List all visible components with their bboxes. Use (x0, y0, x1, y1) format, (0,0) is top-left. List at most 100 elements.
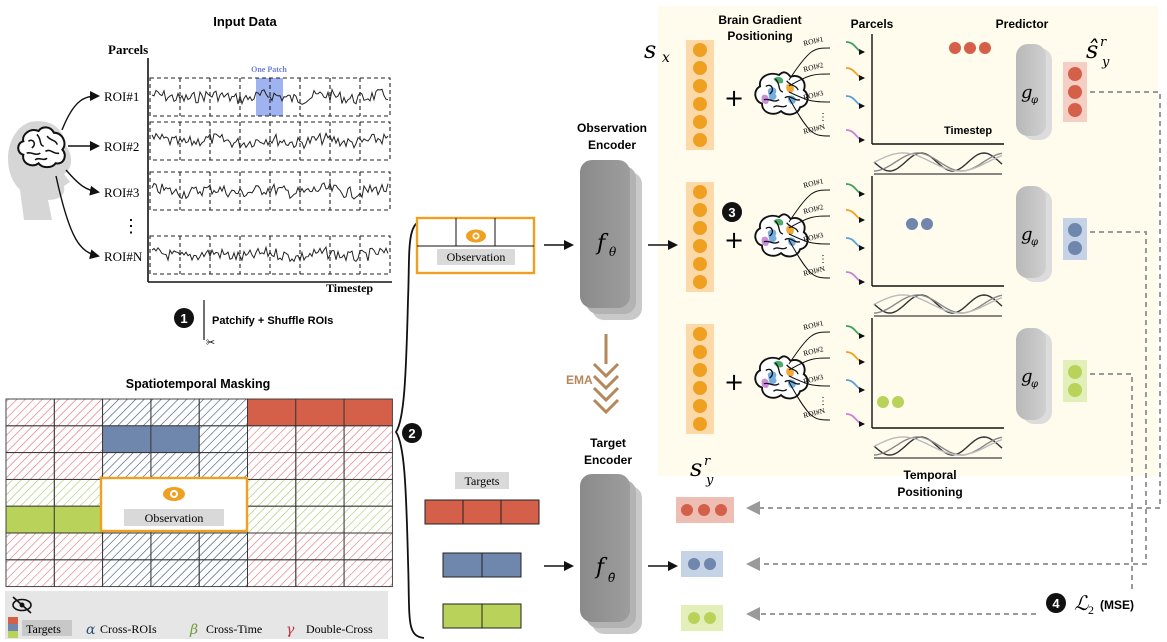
shat-sub: y (1101, 55, 1110, 70)
mask-cell (247, 452, 297, 480)
ema-arrow (592, 334, 620, 415)
input-timestep-label: Timestep (326, 281, 373, 295)
target-encoder-title-2: Encoder (584, 453, 632, 467)
mask-cell (102, 425, 152, 454)
gradient-arrow (845, 183, 865, 197)
step-3-number: 3 (728, 205, 735, 220)
mask-cell (5, 425, 55, 454)
mask-cell (5, 452, 55, 480)
mask-cell (5, 505, 55, 534)
mask-cell (295, 559, 345, 588)
mask-cell (53, 398, 104, 427)
cross-rois-symbol: α (86, 622, 96, 638)
brain-roi-link (788, 215, 831, 229)
target-position-dot (877, 396, 889, 408)
mask-cell (150, 452, 200, 480)
roi-label: ROI#3 (104, 185, 139, 200)
target-encoder-block (580, 474, 642, 634)
target-position-dot (964, 42, 976, 54)
mask-cell (53, 505, 104, 534)
gradient-arrow (845, 41, 865, 55)
one-patch-label: One Patch (251, 65, 287, 74)
mask-cell (198, 532, 248, 561)
gradient-arrow (845, 95, 865, 109)
predictor-subscript: φ (1031, 379, 1038, 390)
mask-cell (247, 398, 297, 427)
sx-sub: x (662, 50, 670, 66)
roi-patch-row (149, 235, 391, 275)
loss-arrows (746, 91, 1161, 621)
mask-cell (53, 532, 104, 561)
eye-icon (163, 487, 185, 501)
mask-cell (102, 532, 152, 561)
brain-roi-link (788, 73, 831, 87)
mask-cell (53, 425, 104, 454)
head-to-roi-arrows (55, 91, 100, 260)
roi-signal-trace (151, 132, 389, 150)
brain-roi-link (788, 47, 831, 81)
mask-cell (102, 559, 152, 588)
obs-encoder-title-2: Encoder (588, 138, 636, 152)
brain-roi-link (788, 381, 831, 421)
mini-roi-ellipsis: ⋮ (818, 112, 828, 123)
prediction-rows: +ROI#1ROI#2ROI#3ROI#N⋮Timestepgφ+ROI#1RO… (686, 34, 1087, 459)
roi-label: ROI#N (104, 249, 143, 264)
target-encoder-subscript: θ̄ (608, 571, 616, 585)
mask-cell (102, 452, 152, 480)
sx-main: s (644, 36, 656, 64)
sx-token-column (686, 40, 714, 150)
observation-encoder-block (580, 160, 642, 320)
brain-roi-link (788, 331, 831, 365)
mask-cell (198, 425, 248, 454)
mask-cell (5, 532, 55, 561)
gradient-arrow (845, 379, 865, 393)
target-block-green (442, 603, 522, 629)
temporal-wave (873, 152, 1003, 175)
mini-roi-ellipsis: ⋮ (818, 396, 828, 407)
sy-sup: r (704, 454, 711, 469)
head-icon (7, 121, 72, 220)
mask-cell (343, 532, 393, 561)
mask-cell (343, 559, 393, 588)
plus-sign: + (724, 368, 744, 396)
brain-icon (754, 71, 809, 116)
mask-cell (295, 425, 345, 454)
mask-cell (102, 398, 152, 427)
mask-cell (343, 478, 393, 507)
targets-label: Targets (465, 474, 500, 488)
gradient-arrow (845, 209, 865, 223)
curly-brace (394, 219, 425, 639)
temporal-positioning-2: Positioning (897, 485, 962, 499)
predictor-symbol: g (1021, 366, 1033, 387)
targets-legend-swatch (8, 624, 18, 631)
roi-patch-row (149, 77, 391, 117)
target-position-dot (921, 218, 933, 230)
brain-roi-link (788, 239, 831, 279)
plus-sign: + (724, 84, 744, 112)
brain-gradient-title-1: Brain Gradient (718, 13, 801, 27)
brain-roi-link (788, 375, 831, 387)
roi-signals (151, 87, 389, 263)
sx-token-column (686, 182, 714, 292)
mask-cell (247, 532, 297, 561)
gradient-arrow (845, 413, 865, 427)
mask-cell (295, 532, 345, 561)
loss-subscript: 2 (1088, 603, 1094, 617)
mini-roi-ellipsis: ⋮ (818, 254, 828, 265)
roi-label: ROI#2 (104, 139, 139, 154)
roi-patch-row (149, 121, 391, 161)
cross-time-symbol: β (189, 622, 198, 638)
gradient-arrow (845, 325, 865, 339)
mask-cell (295, 505, 345, 534)
roi-signal-trace (151, 181, 389, 200)
mask-cell (247, 478, 297, 507)
cross-time-legend-label: Cross-Time (206, 622, 262, 636)
roi-ellipsis: ⋮ (122, 216, 140, 236)
target-encoder-title-1: Target (590, 436, 626, 450)
parcels-axis-label: Parcels (108, 42, 148, 57)
predictor-subscript: φ (1031, 237, 1038, 248)
mask-cell (5, 478, 55, 507)
target-block-blue (442, 552, 522, 578)
observation-input-tag (437, 249, 515, 265)
